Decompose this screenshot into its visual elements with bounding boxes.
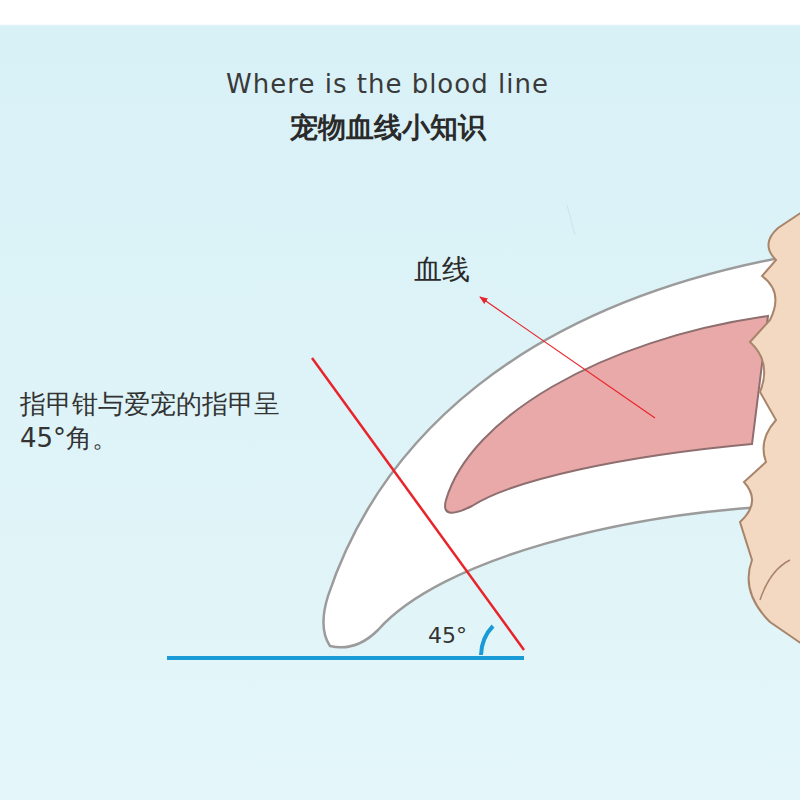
subtitle: 宠物血线小知识 — [0, 110, 775, 145]
angle-label: 45° — [428, 622, 467, 650]
claw-outline — [323, 256, 798, 647]
faint-stroke — [567, 205, 575, 235]
blood-line-quick — [445, 316, 768, 513]
paw-fur-line — [760, 560, 790, 600]
blood-line-label: 血线 — [414, 252, 470, 287]
note-text: 指甲钳与爱宠的指甲呈 45°角。 — [20, 388, 310, 456]
title: Where is the blood line — [0, 68, 775, 101]
clipper-line — [312, 358, 524, 650]
leader-line — [480, 297, 655, 418]
baseline — [167, 656, 524, 660]
paw — [740, 212, 800, 644]
angle-arc — [481, 626, 493, 655]
